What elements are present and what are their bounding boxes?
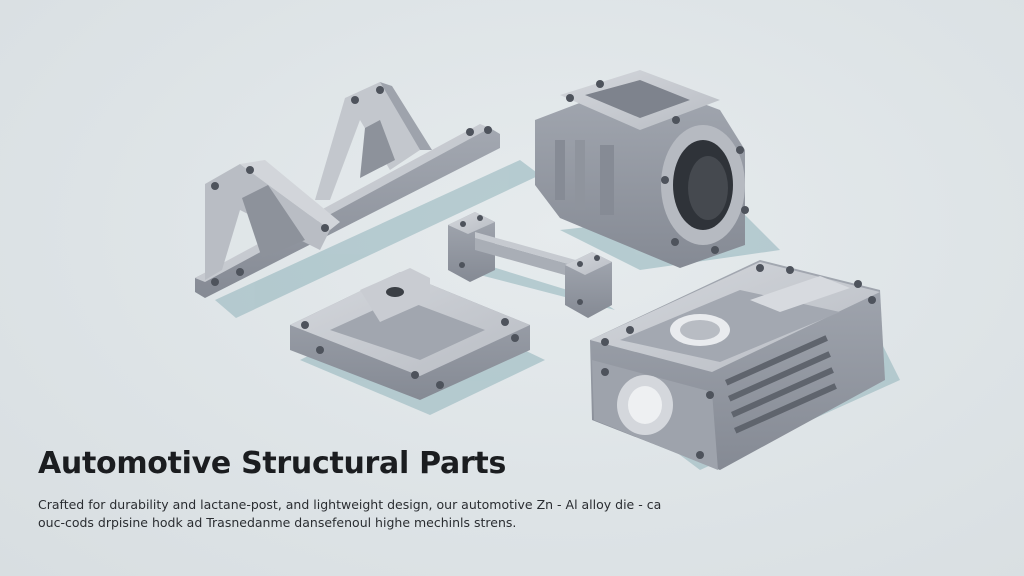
description-line-2: ouc-cods drpisine hodk ad Trasnedanme da… (38, 515, 517, 530)
gearbox-housing (535, 70, 749, 268)
description: Crafted for durability and lactane-post,… (38, 496, 678, 532)
page-title: Automotive Structural Parts (38, 446, 507, 481)
engine-block (590, 260, 885, 470)
tie-bar (448, 212, 612, 318)
bracket-arm (195, 82, 500, 298)
description-line-1: Crafted for durability and lactane-post,… (38, 497, 662, 512)
frame-bracket (290, 268, 530, 400)
